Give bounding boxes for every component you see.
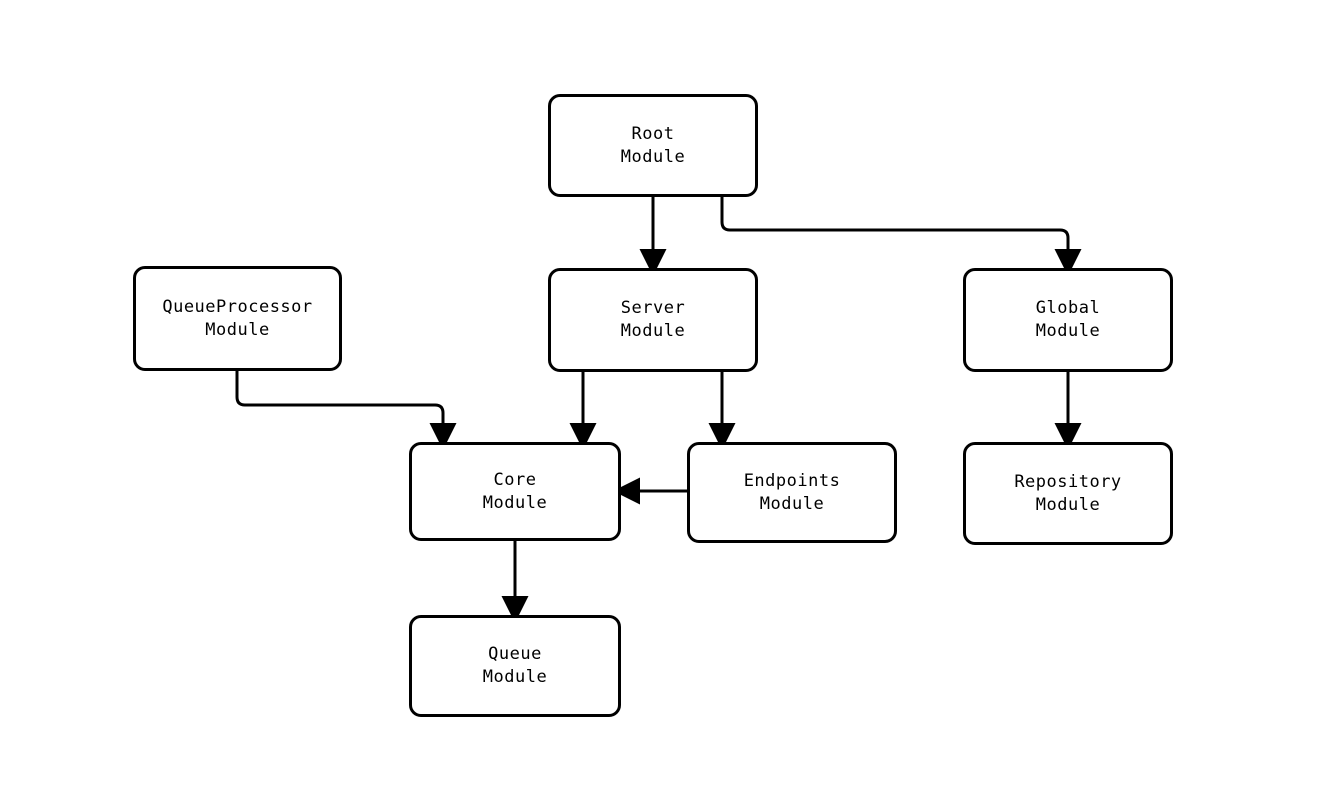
node-global-suffix: Module: [1035, 321, 1101, 341]
edge-root-global: [720, 197, 1082, 276]
edge-queueprocessor-core: [235, 371, 457, 450]
node-queueprocessor-name: QueueProcessor: [162, 296, 313, 317]
node-queue-name: Queue: [488, 644, 542, 665]
node-repository-name: Repository: [1014, 471, 1122, 492]
node-endpoints-suffix: Module: [759, 493, 825, 514]
node-root-suffix: Module: [620, 146, 686, 167]
node-queue-suffix: Module: [482, 667, 548, 687]
node-endpoints-name: Endpoints: [743, 470, 841, 491]
node-core-name: Core: [493, 469, 537, 490]
node-core-suffix: Module: [482, 492, 548, 513]
node-root-name: Root: [631, 123, 675, 144]
node-global-name: Global: [1035, 298, 1101, 319]
node-server-suffix: Module: [620, 321, 686, 341]
node-queueprocessor-suffix: Module: [205, 319, 270, 340]
node-server-name: Server: [620, 298, 686, 319]
edges-group: [235, 197, 1082, 623]
node-repository-suffix: Module: [1035, 494, 1101, 515]
